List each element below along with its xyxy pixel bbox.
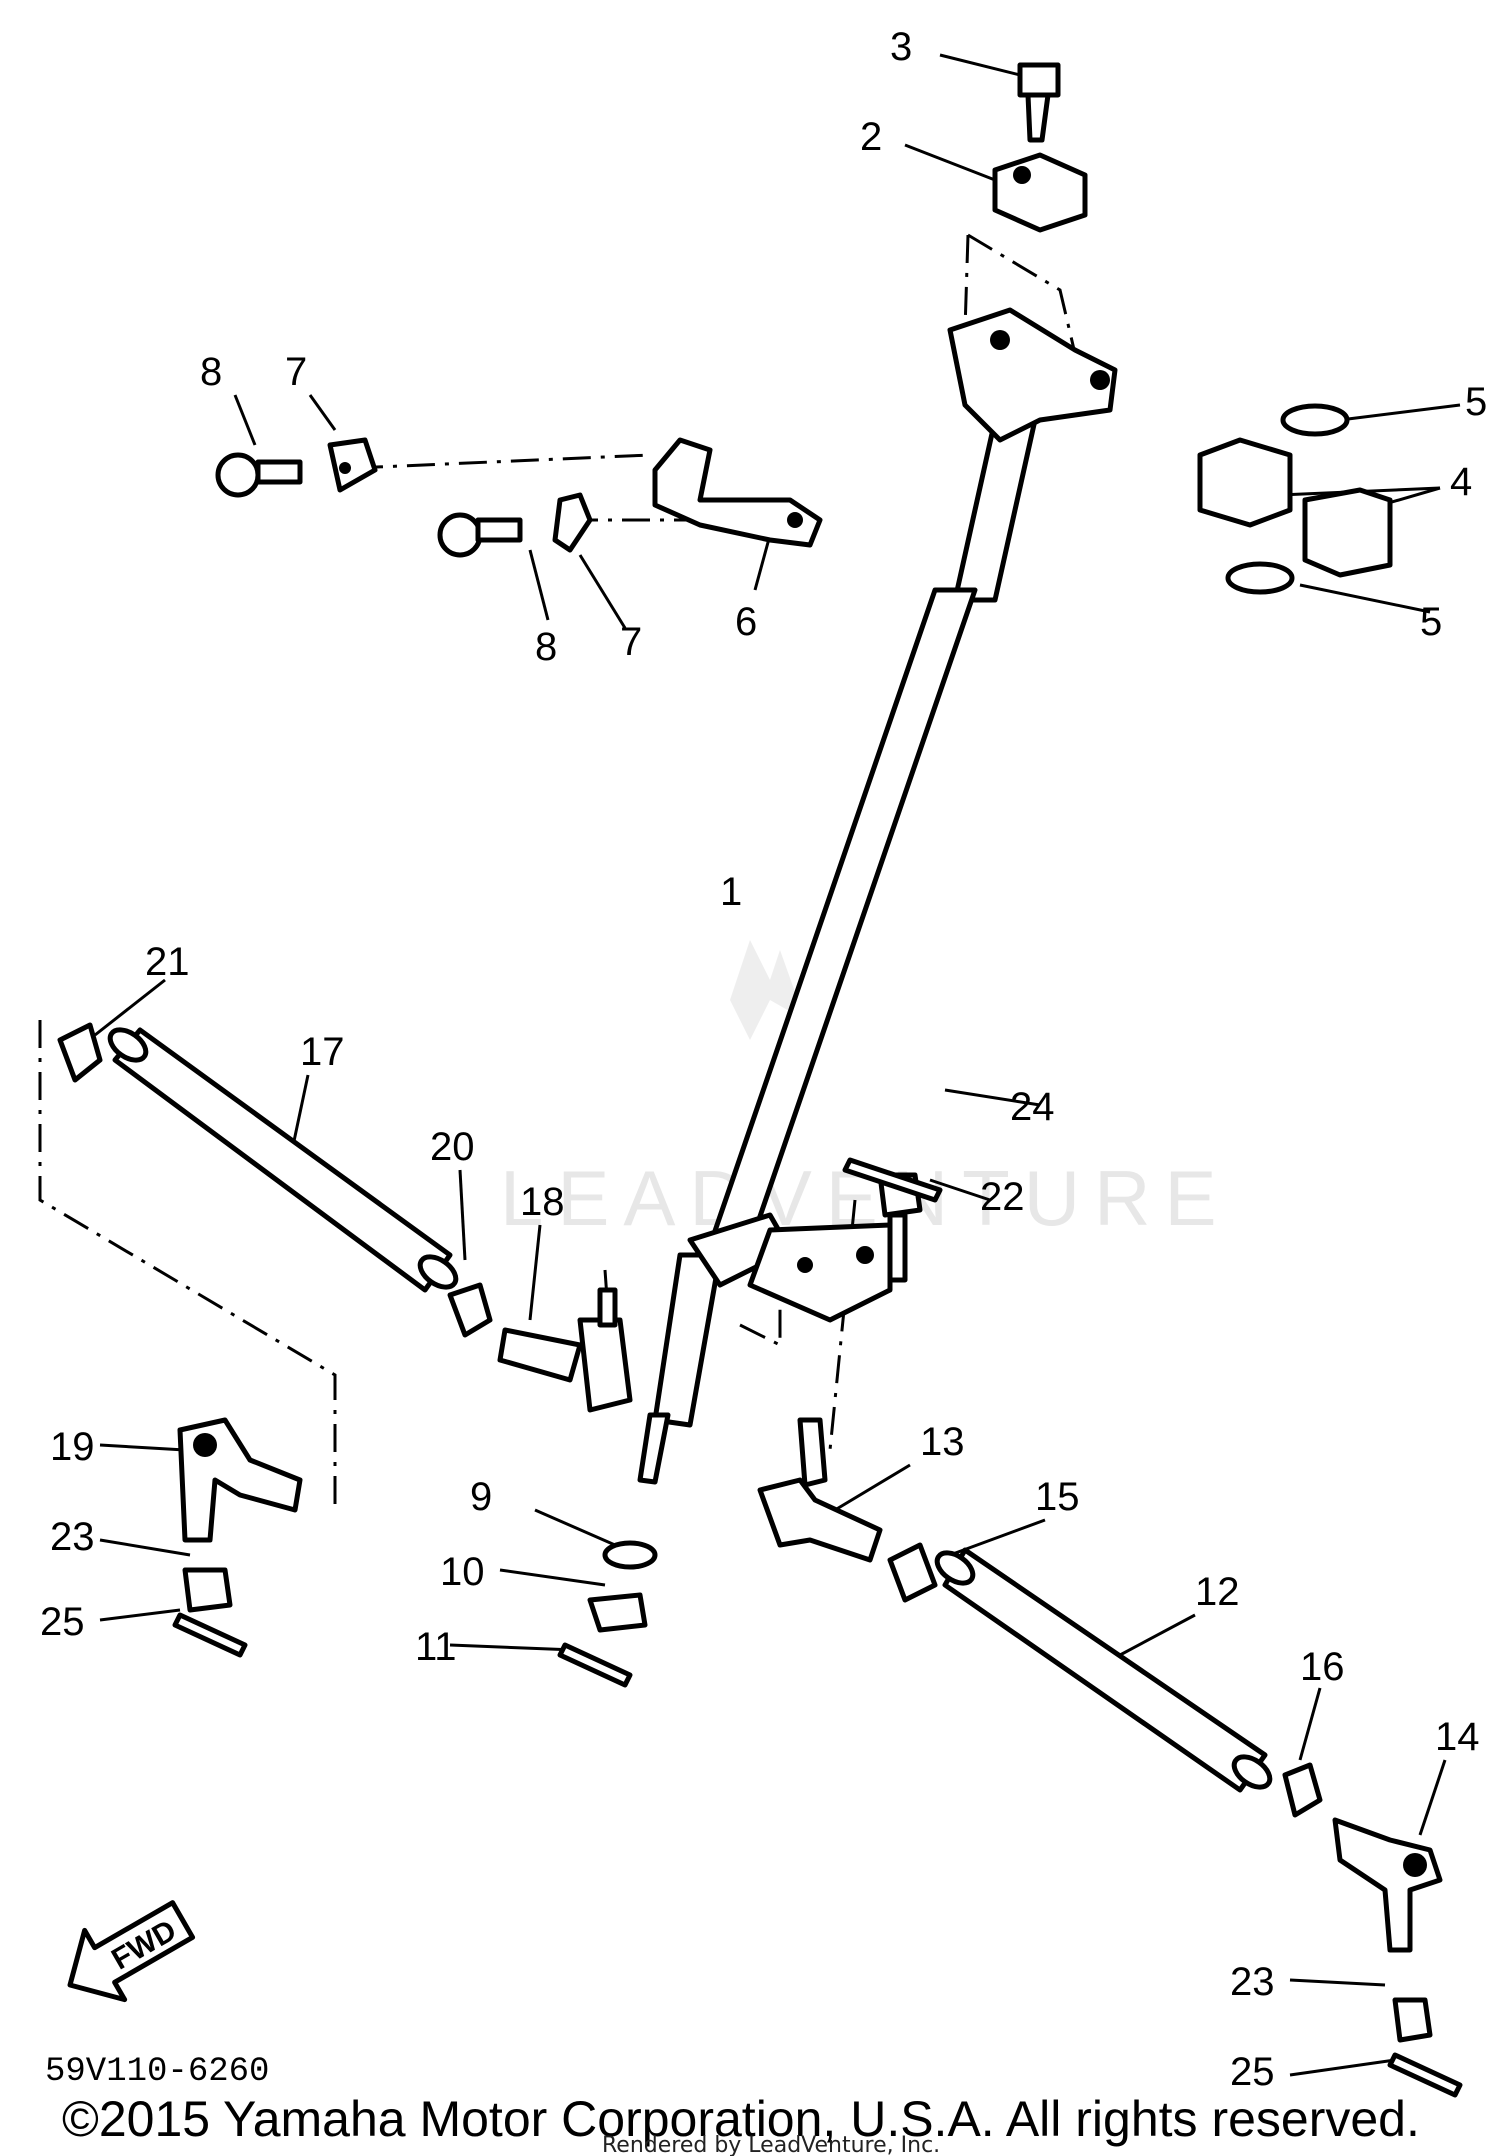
callout-25-right: 25 bbox=[1230, 2050, 1275, 2094]
watermark: LEADVENTURE bbox=[500, 940, 1216, 1242]
callout-24: 24 bbox=[1010, 1085, 1055, 1129]
callout-18: 18 bbox=[520, 1180, 565, 1224]
callouts: 1 2 3 4 5 5 6 7 7 8 8 9 10 11 12 13 14 1… bbox=[40, 25, 1487, 2094]
bolts-and-clips bbox=[215, 437, 593, 558]
callout-10: 10 bbox=[440, 1550, 485, 1594]
bushings bbox=[1197, 403, 1393, 595]
callout-13: 13 bbox=[920, 1420, 965, 1464]
callout-11: 11 bbox=[415, 1625, 457, 1669]
callout-25-left: 25 bbox=[40, 1600, 85, 1644]
alignment-lines bbox=[38, 233, 1082, 1510]
callout-3: 3 bbox=[890, 25, 912, 69]
steering-shaft bbox=[637, 417, 1038, 1485]
callout-22: 22 bbox=[980, 1175, 1025, 1219]
tie-rod-left bbox=[57, 1022, 493, 1338]
callout-20: 20 bbox=[430, 1125, 475, 1169]
tie-rod-end-far-right bbox=[1332, 1817, 1443, 1953]
drawing-code: 59V110-6260 bbox=[45, 2053, 269, 2091]
callout-9: 9 bbox=[470, 1475, 492, 1519]
callout-4: 4 bbox=[1450, 460, 1472, 504]
hardware bbox=[172, 1157, 1463, 2098]
callout-19: 19 bbox=[50, 1425, 95, 1469]
callout-2: 2 bbox=[860, 115, 882, 159]
callout-15: 15 bbox=[1035, 1475, 1080, 1519]
callout-7-bottom: 7 bbox=[620, 620, 642, 664]
upper-holder bbox=[947, 62, 1118, 443]
callout-16: 16 bbox=[1300, 1645, 1345, 1689]
callout-14: 14 bbox=[1435, 1715, 1480, 1759]
callout-8-bottom: 8 bbox=[535, 625, 557, 669]
callout-12: 12 bbox=[1195, 1570, 1240, 1614]
callout-7-top: 7 bbox=[285, 350, 307, 394]
tie-rod-right bbox=[887, 1542, 1323, 1818]
callout-6: 6 bbox=[735, 600, 757, 644]
callout-23-right: 23 bbox=[1230, 1960, 1275, 2004]
callout-5-top: 5 bbox=[1465, 380, 1487, 424]
tie-rod-end-right bbox=[757, 1417, 883, 1563]
callout-21: 21 bbox=[145, 940, 190, 984]
callout-5-bottom: 5 bbox=[1420, 600, 1442, 644]
callout-17: 17 bbox=[300, 1030, 345, 1074]
callout-1: 1 bbox=[720, 870, 742, 914]
callout-23-left: 23 bbox=[50, 1515, 95, 1559]
rendered-by-credit: Rendered by LeadVenture, Inc. bbox=[602, 2133, 940, 2156]
shaft-bracket bbox=[652, 437, 823, 548]
tie-rod-end-left bbox=[177, 1287, 633, 1543]
fwd-arrow: FWD bbox=[67, 1900, 196, 2003]
copyright-notice: ©2015 Yamaha Motor Corporation, U.S.A. A… bbox=[62, 2091, 1420, 2147]
callout-8-top: 8 bbox=[200, 350, 222, 394]
